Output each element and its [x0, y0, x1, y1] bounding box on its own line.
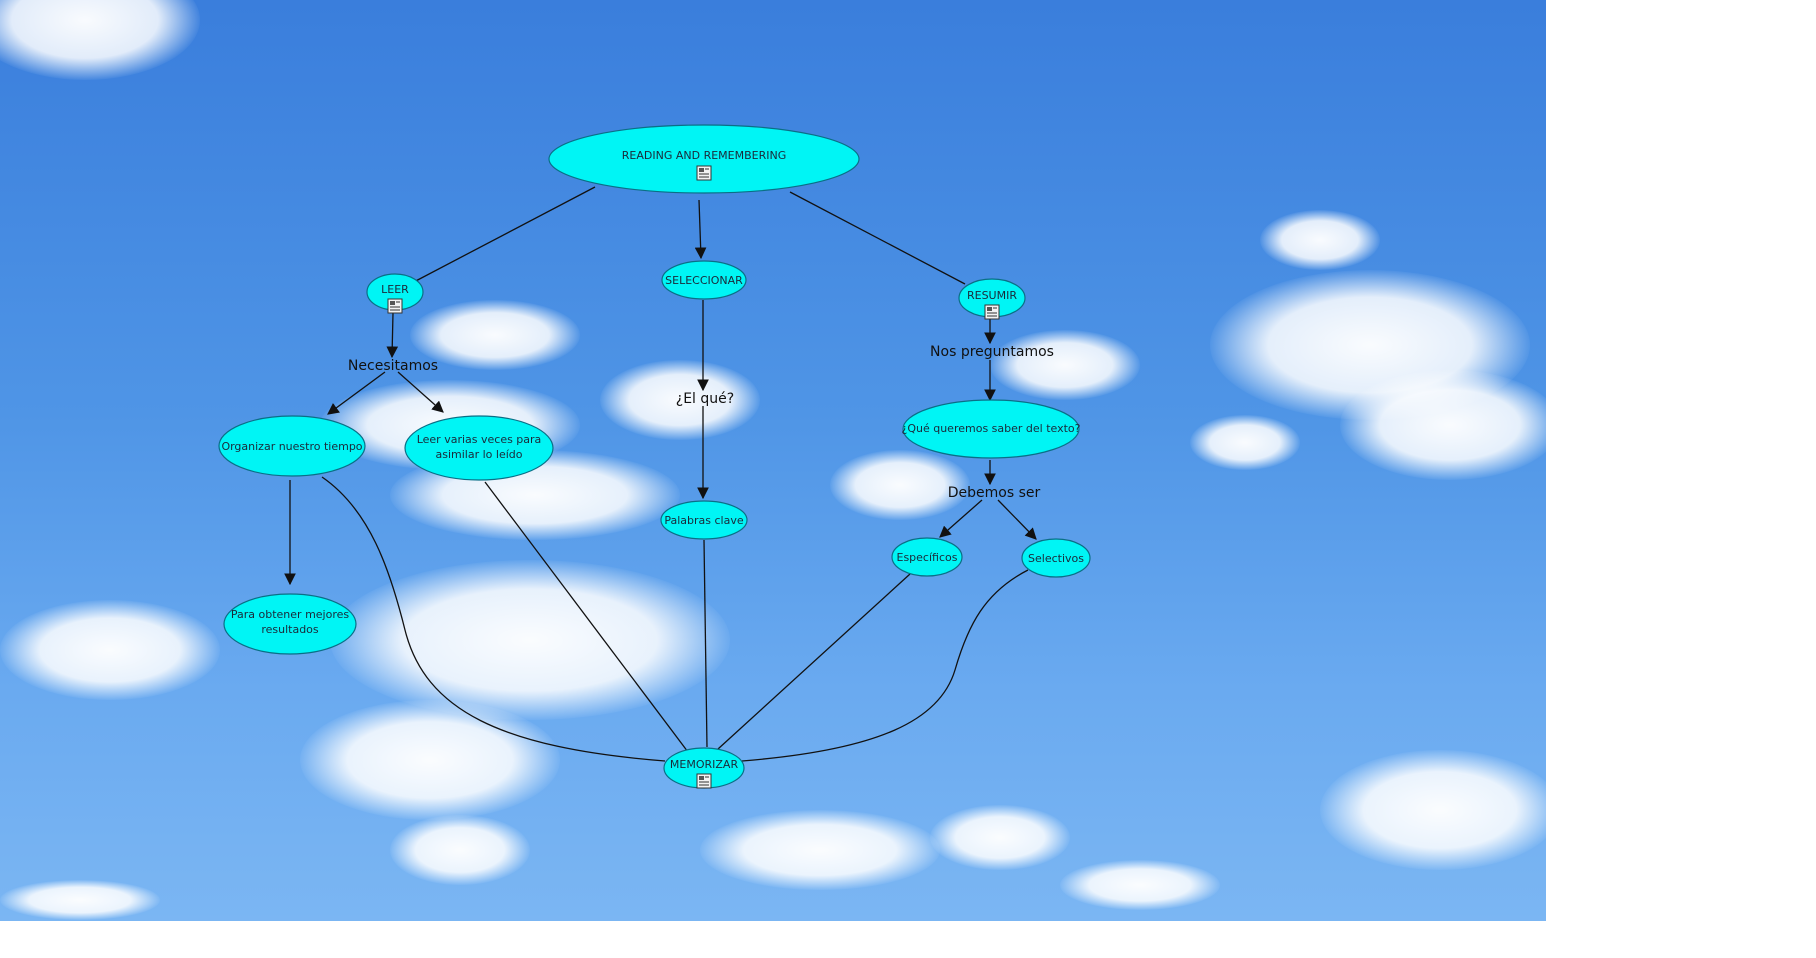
node-palabras[interactable]: Palabras clave	[660, 500, 748, 540]
link-palabras-memorizar	[703, 539, 708, 748]
node-leer[interactable]: LEER	[366, 273, 424, 314]
node-obtener-label-2: resultados	[261, 623, 319, 636]
cloud	[830, 450, 970, 520]
node-selectivos[interactable]: Selectivos	[1021, 538, 1091, 578]
node-resumir[interactable]: RESUMIR	[958, 278, 1026, 320]
cloud	[600, 360, 760, 440]
link-selectivos-memorizar	[741, 569, 1029, 762]
cloud	[930, 805, 1070, 870]
linking-phrase-el-que[interactable]: ¿El qué?	[676, 391, 734, 407]
node-especificos[interactable]: Específicos	[891, 537, 963, 577]
linking-phrase-debemos-ser[interactable]: Debemos ser	[948, 485, 1041, 501]
document-icon[interactable]	[984, 304, 1000, 320]
document-icon[interactable]	[696, 773, 712, 789]
node-root-label: READING AND REMEMBERING	[622, 149, 786, 162]
cloud	[0, 600, 220, 700]
node-selectivos-label: Selectivos	[1028, 552, 1084, 565]
cloud	[330, 560, 730, 720]
link-root-leer	[409, 186, 596, 285]
link-necesitamos-leer-varias	[397, 371, 444, 413]
node-root[interactable]: READING AND REMEMBERING	[548, 124, 860, 194]
node-memorizar[interactable]: MEMORIZAR	[663, 747, 745, 789]
linking-phrase-necesitamos[interactable]: Necesitamos	[348, 358, 438, 374]
node-obtener[interactable]: Para obtener mejores resultados	[223, 593, 357, 655]
cloud	[0, 880, 160, 920]
link-debemos-selectivos	[997, 499, 1037, 540]
node-leer-varias-label-1: Leer varias veces para	[417, 433, 542, 446]
cloud	[1320, 750, 1546, 870]
cloud	[1340, 370, 1546, 480]
node-seleccionar[interactable]: SELECCIONAR	[661, 260, 747, 300]
document-icon[interactable]	[696, 165, 712, 181]
node-organizar[interactable]: Organizar nuestro tiempo	[218, 415, 366, 477]
node-palabras-label: Palabras clave	[664, 514, 744, 527]
cloud	[1260, 210, 1380, 270]
cloud	[410, 300, 580, 370]
node-seleccionar-label: SELECCIONAR	[665, 274, 743, 287]
node-resumir-label: RESUMIR	[967, 289, 1017, 302]
linking-phrase-nos-preguntamos[interactable]: Nos preguntamos	[930, 344, 1054, 360]
link-root-seleccionar	[694, 199, 707, 260]
node-obtener-label-1: Para obtener mejores	[231, 608, 350, 621]
cloud	[390, 815, 530, 885]
link-leer-varias-memorizar	[484, 481, 689, 753]
link-necesitamos-organizar	[327, 371, 386, 415]
node-especificos-label: Específicos	[897, 551, 958, 564]
node-organizar-label: Organizar nuestro tiempo	[221, 440, 362, 453]
node-que-queremos-label: ¿Qué queremos saber del texto?	[902, 422, 1081, 435]
link-leer-necesitamos	[386, 312, 399, 359]
cloud	[300, 700, 560, 820]
link-especificos-memorizar	[717, 573, 911, 750]
connections	[284, 186, 1037, 762]
cloud	[1060, 860, 1220, 910]
node-leer-label: LEER	[381, 283, 409, 296]
node-que-queremos[interactable]: ¿Qué queremos saber del texto?	[902, 399, 1081, 459]
node-leer-varias-label-2: asimilar lo leído	[436, 448, 523, 461]
node-leer-varias[interactable]: Leer varias veces para asimilar lo leído	[404, 415, 554, 481]
cloud	[990, 330, 1140, 400]
link-debemos-especificos	[939, 499, 983, 538]
node-memorizar-label: MEMORIZAR	[670, 758, 739, 771]
link-root-resumir	[789, 191, 966, 285]
cloud	[1190, 415, 1300, 470]
cloud	[700, 810, 940, 890]
document-icon[interactable]	[387, 298, 403, 314]
link-organizar-memorizar	[321, 476, 666, 762]
